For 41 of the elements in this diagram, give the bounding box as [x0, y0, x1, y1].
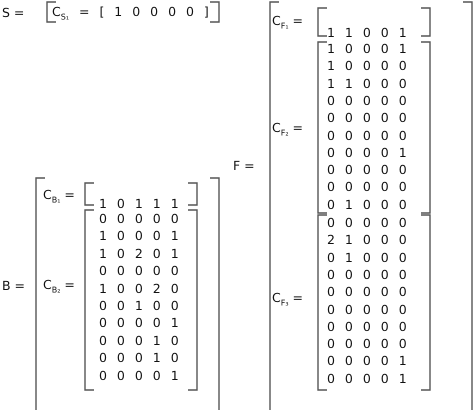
submatrix-label: C$_{F₃}$ =: [272, 290, 303, 310]
matrix-row: 0 0 0 0 0: [327, 318, 407, 334]
matrix-row: 0 0 0 0 0: [327, 162, 407, 178]
matrix-row: 0 0 0 0 0: [327, 284, 407, 300]
matrix-row: 1 0 0 2 0: [99, 280, 179, 296]
submatrix-label: C$_{F₂}$ =: [272, 120, 303, 140]
matrix-row: 0 0 0 0 1: [99, 315, 179, 330]
matrix-row: 0 0 1 0 0: [99, 298, 179, 313]
matrix-label: S =: [2, 5, 24, 20]
matrix-row: 0 0 0 0 0: [327, 336, 407, 352]
matrix-label: F =: [233, 158, 255, 173]
matrix-row: 0 1 0 0 0: [327, 196, 407, 212]
submatrix-label: C$_{F₁}$ =: [272, 13, 303, 32]
matrix-row: 0 0 0 0 0: [327, 128, 407, 142]
matrix-row: 1 1 0 0 0: [327, 76, 407, 91]
matrix-row: 0 0 0 0 0: [99, 263, 179, 278]
matrix-row: 0 0 0 0 0: [327, 110, 407, 126]
matrix-row: 1 0 0 0 1: [99, 228, 179, 244]
matrix-row: 0 0 0 0 1: [327, 144, 407, 160]
matrix-row: 0 0 0 0 0: [327, 266, 407, 282]
submatrix-label: C$_{B₂}$ =: [43, 277, 75, 296]
submatrix-label: C$_{B₁}$ =: [43, 187, 75, 206]
matrix-row: 0 0 0 0 0: [327, 215, 407, 230]
matrix-row: 0 0 0 1 0: [99, 332, 179, 348]
matrix-row: 1 0 0 0 1: [327, 41, 407, 56]
matrix-row: 0 0 0 0 0: [327, 302, 407, 316]
matrix-row: 0 1 0 0 0: [327, 250, 407, 265]
matrix-row: 2 1 0 0 0: [327, 232, 407, 248]
matrix-row: 1 0 1 1 1: [99, 196, 179, 211]
matrix-row: 1 0 0 0 0: [327, 58, 407, 74]
matrix-row: 0 0 0 0 0: [327, 179, 407, 194]
matrix-row: 1 1 0 0 1: [327, 25, 407, 40]
matrix-label: B =: [2, 278, 26, 293]
matrix-row: 0 0 0 0 0: [99, 211, 179, 226]
matrix-row-text: C$_{S₁}$ = [ 1 0 0 0 0 ]: [52, 4, 209, 24]
matrix-row: 0 0 0 0 0: [327, 92, 407, 108]
matrix-row: 0 0 0 0 1: [327, 353, 407, 368]
matrix-row: 0 0 0 1 0: [99, 350, 179, 366]
matrix-row: 1 0 2 0 1: [99, 246, 179, 261]
matrix-row: 0 0 0 0 1: [327, 370, 407, 386]
matrix-row: 0 0 0 0 1: [99, 368, 179, 383]
